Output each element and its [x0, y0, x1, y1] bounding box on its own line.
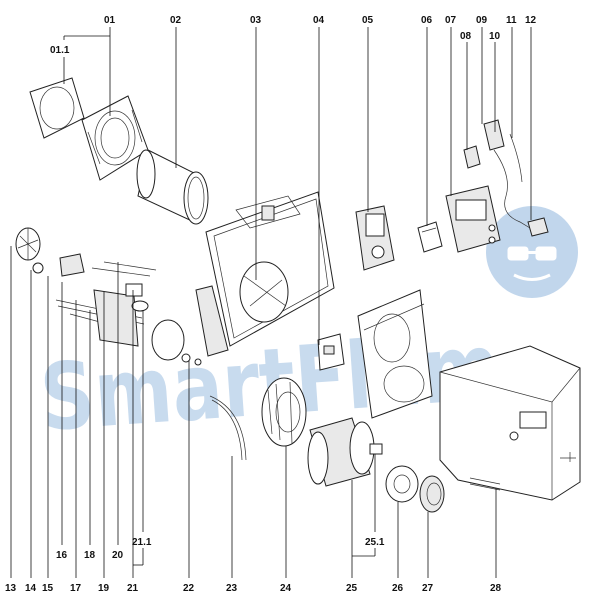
label-01-1: 01.1 [50, 45, 70, 56]
label-02: 02 [170, 15, 182, 26]
part-bracket [317, 333, 345, 371]
part-cable [493, 133, 549, 237]
label-11: 11 [506, 15, 517, 26]
part-air-damper [151, 319, 202, 366]
part-cover-plate [357, 289, 433, 419]
label-05: 05 [362, 15, 374, 26]
part-fan-wheel [261, 377, 307, 447]
part-hose [209, 395, 247, 461]
label-15: 15 [42, 583, 54, 594]
label-22: 22 [183, 583, 195, 594]
label-25-1: 25.1 [365, 537, 385, 548]
labels-top: 01 01.1 02 03 04 05 06 07 08 09 10 11 12 [50, 15, 537, 56]
label-07: 07 [445, 15, 457, 26]
labels-bottom: 13 14 15 16 17 18 19 20 21 21.1 22 23 24… [5, 537, 502, 594]
part-burner-cover [439, 345, 581, 501]
part-electrodes [55, 261, 157, 347]
watermark-logo-icon [486, 206, 578, 298]
part-nozzle [32, 253, 85, 277]
part-control-box [445, 185, 501, 253]
part-coupling-plate [385, 465, 419, 503]
label-21-1: 21.1 [132, 537, 152, 548]
part-motor [307, 417, 383, 487]
label-23: 23 [226, 583, 238, 594]
part-capacitor [417, 221, 443, 253]
label-26: 26 [392, 583, 404, 594]
part-gasket [29, 77, 85, 139]
label-10: 10 [489, 31, 501, 42]
label-24: 24 [280, 583, 292, 594]
label-08: 08 [460, 31, 472, 42]
label-01: 01 [104, 15, 116, 26]
part-photocell [463, 145, 481, 169]
label-21: 21 [127, 583, 139, 594]
label-14: 14 [25, 583, 37, 594]
label-12: 12 [525, 15, 537, 26]
label-09: 09 [476, 15, 488, 26]
label-20: 20 [112, 550, 124, 561]
label-25: 25 [346, 583, 358, 594]
part-blast-tube [136, 149, 209, 225]
part-burner-housing [195, 191, 335, 357]
part-diffuser-disc [15, 227, 41, 261]
label-06: 06 [421, 15, 433, 26]
label-04: 04 [313, 15, 325, 26]
label-16: 16 [56, 550, 68, 561]
label-28: 28 [490, 583, 502, 594]
label-13: 13 [5, 583, 17, 594]
label-03: 03 [250, 15, 262, 26]
label-27: 27 [422, 583, 434, 594]
label-17: 17 [70, 583, 82, 594]
part-connector [483, 119, 505, 151]
leader-lines [10, 27, 532, 578]
label-18: 18 [84, 550, 96, 561]
label-19: 19 [98, 583, 110, 594]
part-coupling [419, 475, 445, 513]
part-gear-pump [355, 205, 395, 271]
